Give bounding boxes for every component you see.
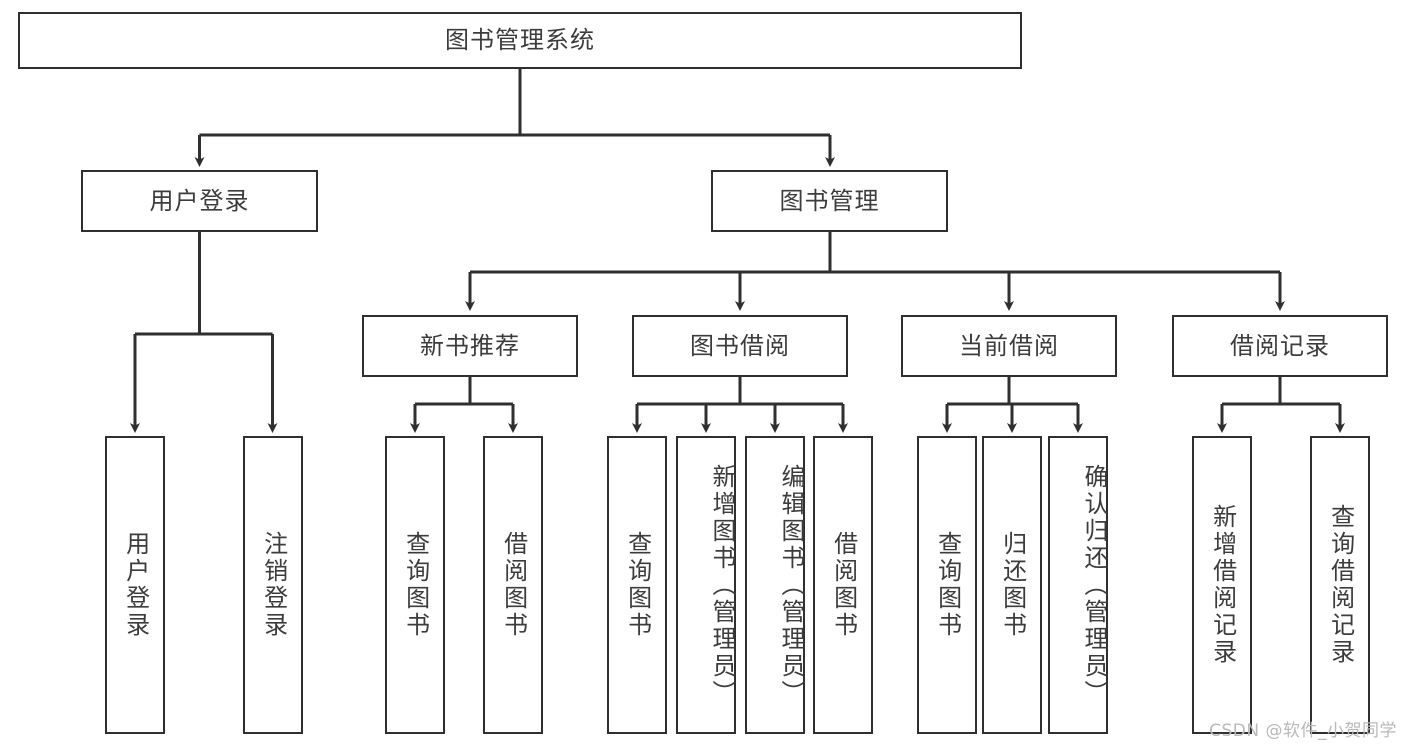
node-root-book-management-system[interactable]: 图书管理系统 — [18, 12, 1022, 69]
node-label: 借阅记录 — [1230, 331, 1330, 360]
node-book-management[interactable]: 图书管理 — [711, 170, 948, 232]
leaf-borrow-record-query-record[interactable]: 查询借阅记录 — [1310, 436, 1370, 734]
leaf-new-book-borrow-book[interactable]: 借阅图书 — [483, 436, 543, 734]
leaf-current-borrow-confirm-return-admin[interactable]: 确认归还（管理员） — [1048, 436, 1108, 734]
leaf-user-login-logout[interactable]: 注销登录 — [243, 436, 303, 734]
node-current-borrow[interactable]: 当前借阅 — [901, 315, 1117, 377]
node-borrow-record[interactable]: 借阅记录 — [1172, 315, 1388, 377]
node-user-login[interactable]: 用户登录 — [81, 170, 318, 232]
node-label: 借阅图书 — [499, 531, 528, 639]
node-label: 新书推荐 — [420, 331, 520, 360]
node-label: 归还图书 — [998, 531, 1027, 639]
node-label: 新增借阅记录 — [1208, 504, 1237, 666]
leaf-book-borrow-edit-book-admin[interactable]: 编辑图书（管理员） — [745, 436, 805, 734]
node-label: 图书管理系统 — [445, 26, 595, 55]
node-label: 借阅图书 — [829, 531, 858, 639]
leaf-book-borrow-borrow-book[interactable]: 借阅图书 — [813, 436, 873, 734]
node-new-book-recommend[interactable]: 新书推荐 — [362, 315, 578, 377]
node-label: 新增图书（管理员） — [708, 463, 736, 707]
leaf-book-borrow-query-book[interactable]: 查询图书 — [607, 436, 667, 734]
leaf-current-borrow-return-book[interactable]: 归还图书 — [982, 436, 1042, 734]
node-label: 查询借阅记录 — [1326, 504, 1355, 666]
node-label: 用户登录 — [149, 186, 250, 215]
node-label: 当前借阅 — [959, 331, 1059, 360]
node-label: 注销登录 — [259, 531, 288, 639]
node-label: 确认归还（管理员） — [1080, 463, 1108, 707]
node-label: 图书借阅 — [690, 331, 790, 360]
leaf-user-login-login[interactable]: 用户登录 — [105, 436, 165, 734]
leaf-current-borrow-query-book[interactable]: 查询图书 — [917, 436, 977, 734]
node-label: 查询图书 — [623, 531, 652, 639]
node-label: 查询图书 — [933, 531, 962, 639]
node-label: 用户登录 — [121, 531, 150, 639]
leaf-book-borrow-add-book-admin[interactable]: 新增图书（管理员） — [676, 436, 736, 734]
node-label: 编辑图书（管理员） — [777, 463, 805, 707]
leaf-borrow-record-add-record[interactable]: 新增借阅记录 — [1192, 436, 1252, 734]
node-label: 图书管理 — [779, 186, 880, 215]
watermark: CSDN @软件_小贺同学 — [1209, 721, 1397, 741]
leaf-new-book-query-book[interactable]: 查询图书 — [385, 436, 445, 734]
node-label: 查询图书 — [401, 531, 430, 639]
node-book-borrow[interactable]: 图书借阅 — [632, 315, 848, 377]
